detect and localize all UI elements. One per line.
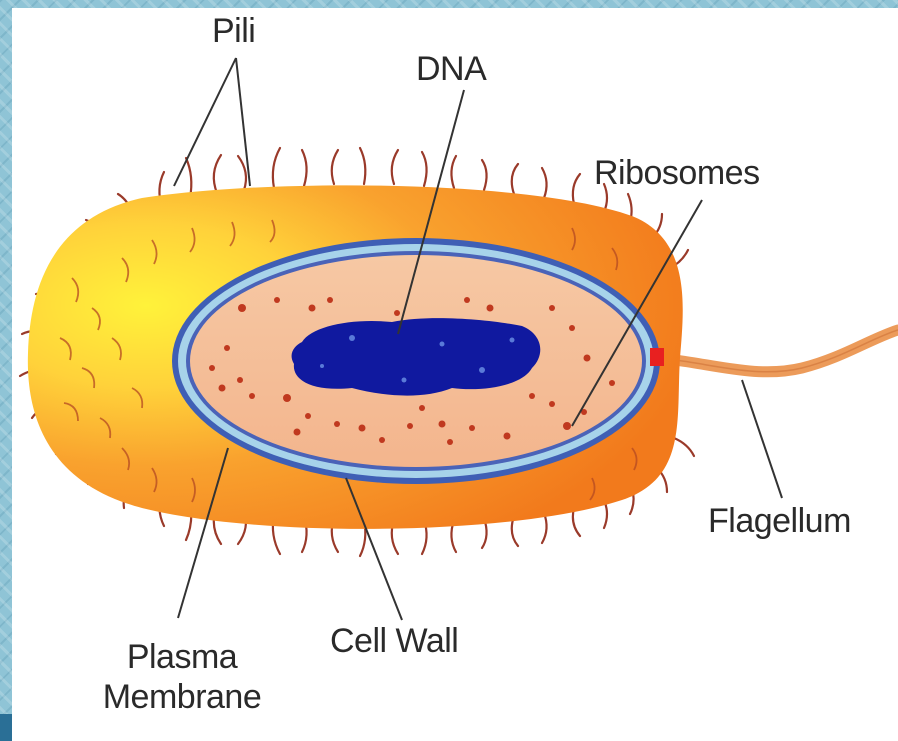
- label-plasma-membrane-line2: Membrane: [82, 678, 282, 716]
- flagellum-base: [650, 348, 664, 366]
- label-dna: DNA: [416, 50, 486, 88]
- corner-tab: [0, 714, 12, 741]
- label-flagellum: Flagellum: [708, 502, 851, 540]
- dna: [292, 318, 541, 395]
- label-plasma-membrane-line1: Plasma: [92, 638, 272, 676]
- diagram-panel: Pili DNA Ribosomes Flagellum Plasma Memb…: [12, 8, 898, 741]
- flagellum: [652, 330, 898, 372]
- flagellum-leader: [742, 380, 782, 498]
- pili-leader-1: [174, 58, 236, 186]
- label-pili: Pili: [212, 12, 255, 50]
- label-ribosomes: Ribosomes: [594, 154, 760, 192]
- label-cell-wall: Cell Wall: [330, 622, 458, 660]
